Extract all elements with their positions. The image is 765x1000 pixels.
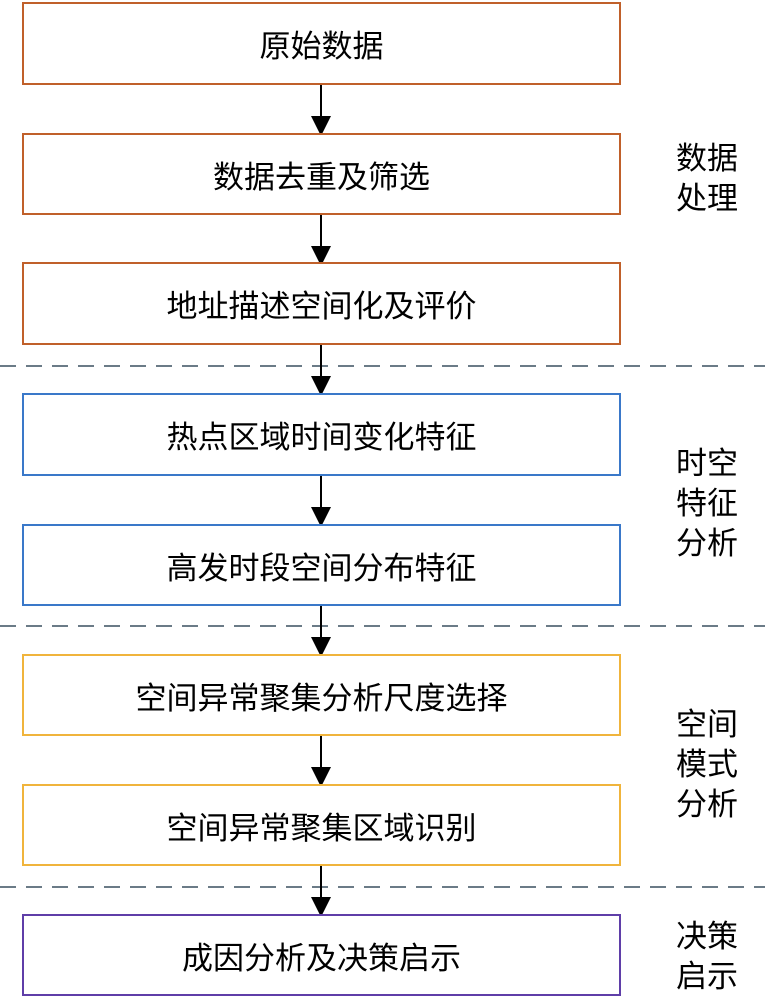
group-label-spatial: 空间 模式 分析 [676, 707, 738, 823]
step-hotspot-temporal: 热点区域时间变化特征 [22, 393, 621, 476]
step-peak-spatial: 高发时段空间分布特征 [22, 524, 621, 606]
step-dedup-filter: 数据去重及筛选 [22, 133, 621, 215]
group-label-processing: 数据 处理 [676, 141, 738, 217]
step-cluster-identification: 空间异常聚集区域识别 [22, 784, 621, 866]
step-raw-data: 原始数据 [22, 2, 621, 85]
step-cause-decision: 成因分析及决策启示 [22, 914, 621, 996]
step-scale-selection: 空间异常聚集分析尺度选择 [22, 654, 621, 736]
group-label-spatiotemporal: 时空 特征 分析 [676, 446, 738, 562]
step-address-geocoding: 地址描述空间化及评价 [22, 262, 621, 345]
group-label-decision: 决策 启示 [676, 919, 738, 995]
